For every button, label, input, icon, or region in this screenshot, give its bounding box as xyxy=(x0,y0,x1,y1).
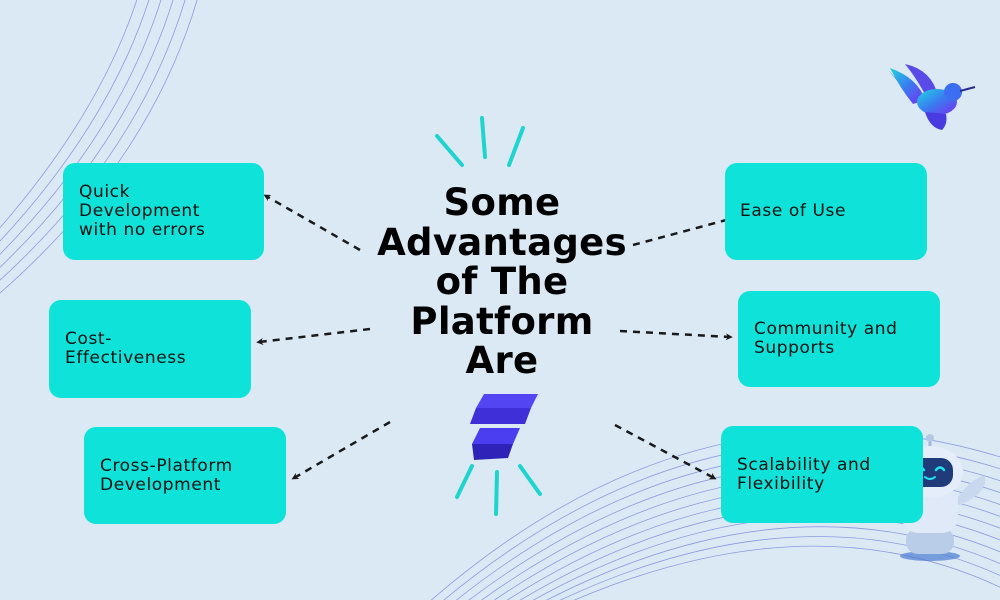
arrow-to-community xyxy=(619,329,733,341)
background-arcs-top-left xyxy=(0,0,198,294)
arrow-to-scalability xyxy=(614,423,717,480)
diagram-title: Some Advantages of The Platform Are xyxy=(377,181,627,382)
advantage-box-scalability: Scalability and Flexibility xyxy=(721,426,923,523)
advantage-label: Community and Supports xyxy=(754,319,898,358)
burst-lines-top xyxy=(435,116,525,167)
hummingbird-icon xyxy=(888,64,976,130)
advantage-label: Cross-Platform Development xyxy=(100,455,233,495)
advantage-box-community: Community and Supports xyxy=(738,291,940,387)
arrow-to-ease-of-use xyxy=(632,216,733,247)
advantage-label: Scalability and Flexibility xyxy=(737,454,871,494)
advantage-box-cross-platform: Cross-Platform Development xyxy=(84,427,286,524)
arrow-to-cost-effectiveness xyxy=(256,327,371,345)
arrow-to-cross-platform xyxy=(291,420,391,480)
arrow-to-quick-development xyxy=(263,194,361,252)
advantage-box-quick-development: Quick Development with no errors xyxy=(63,163,264,260)
burst-lines-bottom xyxy=(455,464,542,516)
advantage-box-ease-of-use: Ease of Use xyxy=(725,163,927,260)
connector-arrows xyxy=(256,194,733,480)
advantage-label: Quick Development with no errors xyxy=(79,182,206,240)
advantage-label: Ease of Use xyxy=(740,201,847,221)
advantage-box-cost-effectiveness: Cost- Effectiveness xyxy=(49,300,251,398)
platform-logo-icon xyxy=(470,394,538,460)
advantage-label: Cost- Effectiveness xyxy=(65,329,187,368)
